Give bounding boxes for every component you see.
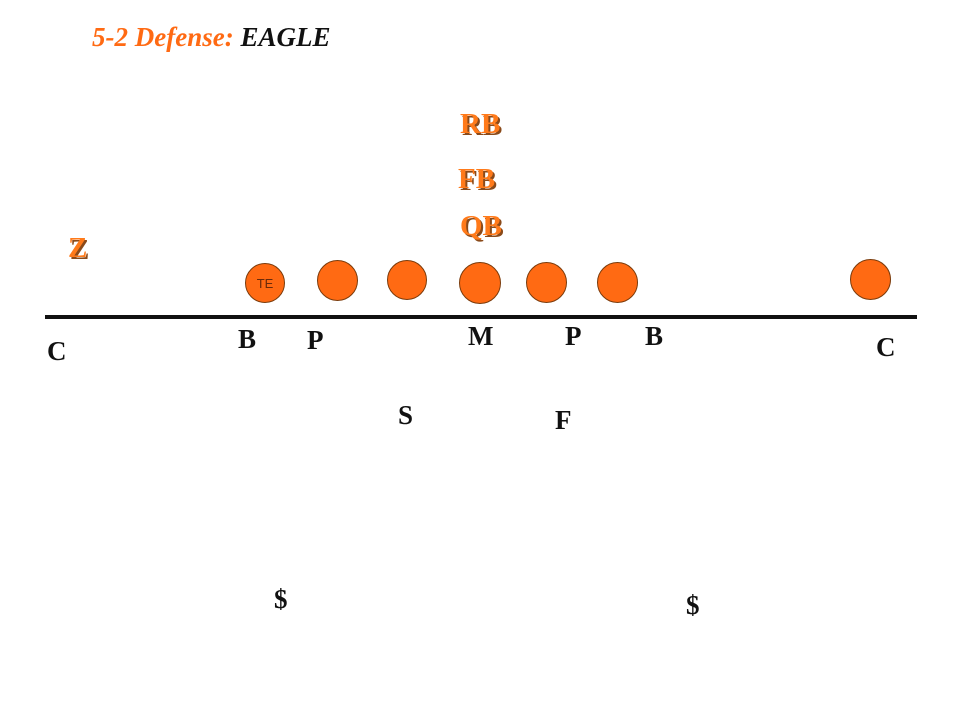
right-end-label: B <box>645 321 664 351</box>
title-prefix: 5-2 Defense: <box>92 22 241 52</box>
title-defense-name: EAGLE <box>240 22 331 52</box>
line-of-scrimmage <box>45 315 917 319</box>
rb-label: RB <box>460 108 501 140</box>
right-deep-back-label: $ <box>686 590 700 620</box>
middle-guard-label: M <box>468 321 494 351</box>
tight-end-player: TE <box>245 263 285 303</box>
qb-label: QB <box>460 210 502 242</box>
left-tackle-label: P <box>307 325 324 355</box>
offensive-tackle-left <box>317 260 358 301</box>
fb-label: FB <box>458 163 496 195</box>
left-deep-back-label: $ <box>274 584 288 614</box>
diagram-title: 5-2 Defense: EAGLE <box>92 22 330 53</box>
center-player <box>459 262 501 304</box>
left-corner-label: C <box>47 336 67 366</box>
z-receiver-label: Z <box>68 232 88 264</box>
left-end-label: B <box>238 324 257 354</box>
offensive-guard-right <box>526 262 567 303</box>
split-end-player <box>850 259 891 300</box>
free-safety-label: F <box>555 405 572 435</box>
offensive-guard-left <box>387 260 427 300</box>
offensive-tackle-right <box>597 262 638 303</box>
right-corner-label: C <box>876 332 896 362</box>
strong-safety-label: S <box>398 400 414 430</box>
right-tackle-label: P <box>565 321 582 351</box>
